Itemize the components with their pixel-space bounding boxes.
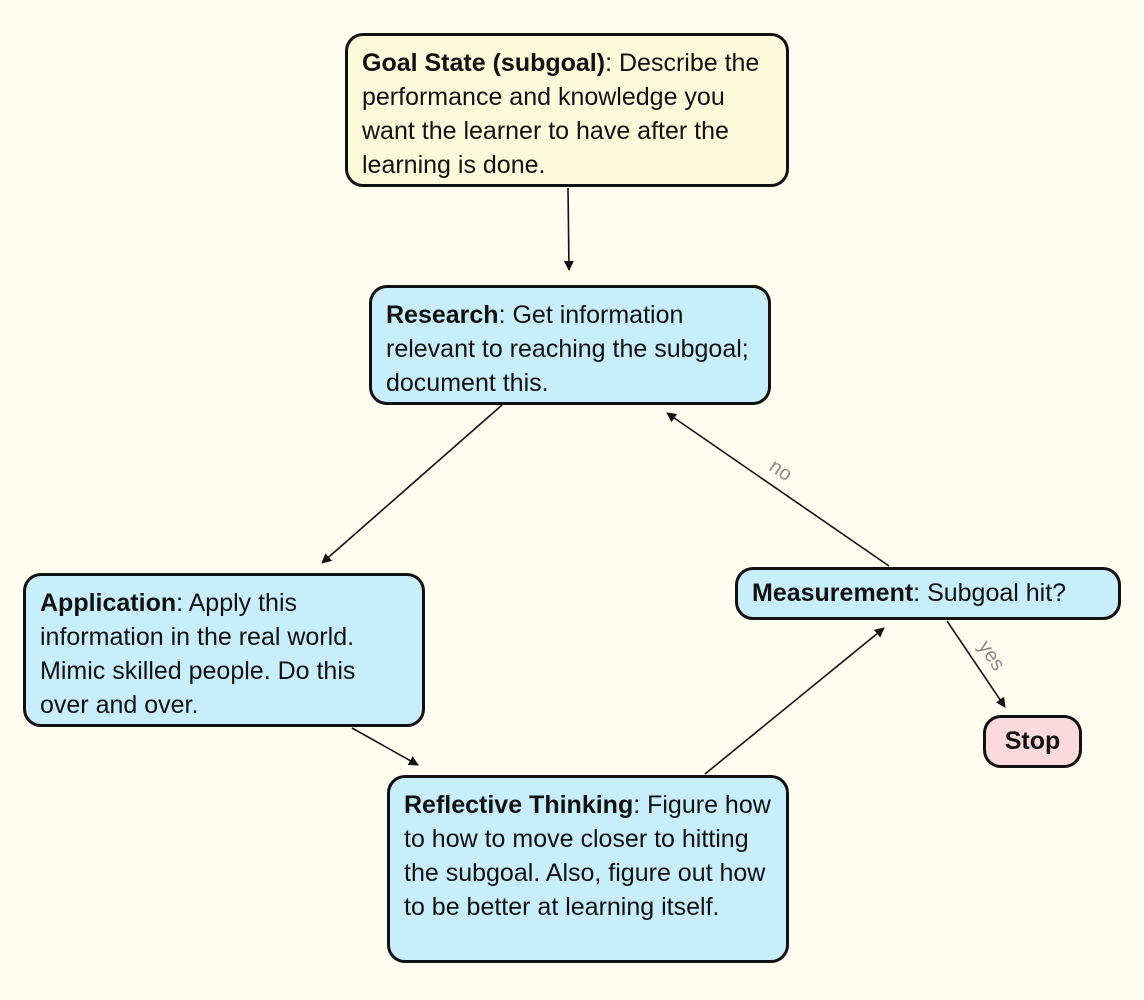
node-research-text: : Get information relevant to reaching t…	[386, 301, 749, 397]
edge-application-to-reflective	[351, 727, 419, 766]
node-stop[interactable]: Stop	[983, 715, 1082, 768]
edge-reflective-to-measurement	[704, 627, 885, 775]
node-measurement[interactable]: Measurement: Subgoal hit?	[735, 567, 1121, 620]
node-stop-title: Stop	[1004, 727, 1061, 755]
node-goal-state-title: Goal State (subgoal)	[362, 49, 606, 77]
edge-research-to-application	[321, 404, 503, 564]
node-application-title: Application	[40, 589, 177, 617]
node-reflective-thinking-text: : Figure how to how to move closer to hi…	[404, 791, 771, 921]
node-research[interactable]: Research: Get information relevant to re…	[369, 285, 771, 405]
node-goal-state[interactable]: Goal State (subgoal): Describe the perfo…	[345, 33, 789, 187]
edge-goal-to-research	[563, 187, 574, 271]
node-application-text: : Apply this information in the real wor…	[40, 589, 356, 719]
node-research-title: Research	[386, 301, 499, 329]
edge-label-no: no	[765, 455, 796, 486]
edge-measurement-to-stop	[946, 620, 1006, 708]
node-application[interactable]: Application: Apply this information in t…	[23, 573, 425, 727]
node-goal-state-text: : Describe the performance and knowledge…	[362, 49, 760, 179]
node-reflective-thinking[interactable]: Reflective Thinking: Figure how to how t…	[387, 775, 789, 963]
node-measurement-title: Measurement	[752, 579, 914, 607]
edge-measurement-to-research	[666, 412, 890, 567]
node-reflective-thinking-title: Reflective Thinking	[404, 791, 634, 819]
node-measurement-text: : Subgoal hit?	[913, 579, 1067, 607]
